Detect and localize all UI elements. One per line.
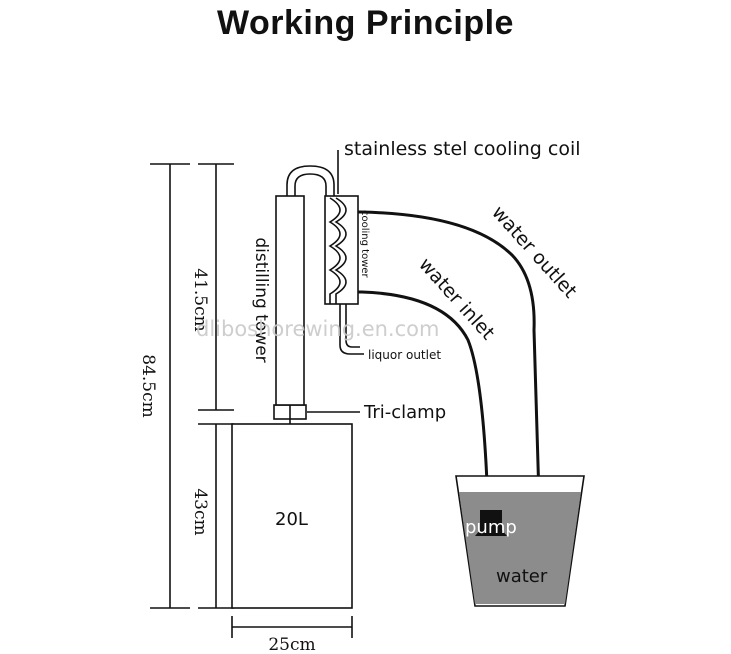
water-fill <box>459 492 581 604</box>
liquor-outlet-label: liquor outlet <box>368 348 441 362</box>
cooling-tower-label: cooling tower <box>359 210 370 279</box>
water-label: water <box>496 566 548 587</box>
tank-width-label: 25cm <box>268 635 315 654</box>
water-outlet-label: water outlet <box>487 202 581 303</box>
total-height-label: 84.5cm <box>138 354 158 418</box>
water-outlet-hose <box>358 210 543 566</box>
water-inlet-hose <box>358 290 490 511</box>
liquor-outlet-pipe <box>339 304 364 355</box>
pump-icon <box>475 510 507 536</box>
fermentation-tank <box>231 423 353 609</box>
watermark: dliboshorewing.en.com <box>196 317 439 341</box>
dimension-lines <box>150 163 353 638</box>
pump-label: pump <box>465 517 517 538</box>
tank-height-label: 43cm <box>190 488 210 535</box>
distilling-tower-label: distilling tower <box>251 237 271 362</box>
cooling-coil-label: stainless stel cooling coil <box>344 138 581 160</box>
tank-volume-label: 20L <box>275 509 308 530</box>
distilling-tower <box>275 195 305 406</box>
cooling-coil <box>328 197 341 304</box>
tri-clamp-label: Tri-clamp <box>363 402 446 423</box>
tri-clamp <box>273 404 360 424</box>
tower-height-label: 41.5cm <box>190 268 210 332</box>
vapor-pipe <box>286 165 335 196</box>
diagram-title: Working Principle <box>217 4 514 42</box>
